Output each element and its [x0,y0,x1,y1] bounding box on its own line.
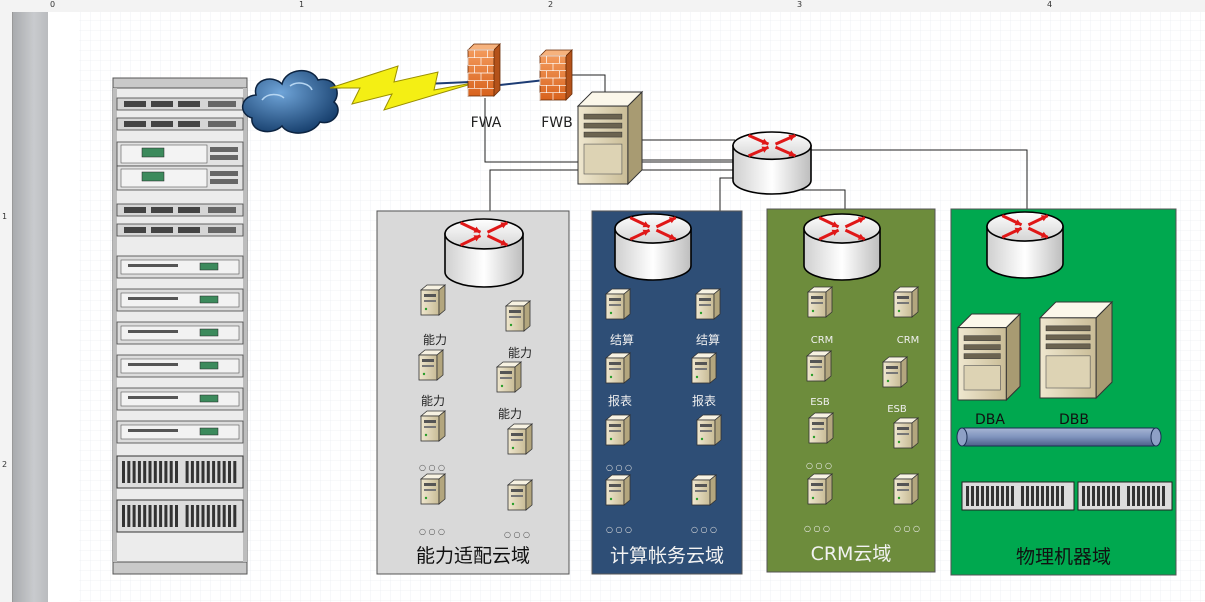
ruler-left-number: 1 [2,212,8,221]
server-tower-icon[interactable] [604,474,632,506]
zone-title: CRM云域 [811,543,892,565]
server-tower-icon[interactable] [806,286,834,318]
server-tower-icon[interactable] [892,417,920,449]
dbb-label: DBB [1059,412,1089,428]
zone-title: 物理机器域 [1016,546,1111,568]
server-tower-icon[interactable] [806,473,834,505]
bus-icon [956,427,1162,447]
zone-title: 能力适配云域 [416,545,530,567]
server-tower-icon[interactable] [604,288,632,320]
server-label: 报表 [608,393,632,408]
server-tower-icon[interactable] [604,352,632,384]
rack-unit[interactable] [116,117,244,131]
server-label: 能力 [498,407,522,421]
server-label: 结算 [696,332,720,347]
zone-servers [417,284,1114,511]
server-tower-icon[interactable] [576,90,644,186]
server-tower-icon[interactable] [695,414,723,446]
dba-label: DBA [975,412,1005,428]
server-tower-icon[interactable] [881,356,909,388]
ellipsis-dots: ○ ○ ○ [419,527,445,536]
server-label: 报表 [692,393,716,408]
server-tower-icon[interactable] [506,479,534,511]
ellipsis-dots: ○ ○ ○ [606,463,632,472]
server-label: 结算 [610,332,634,347]
server-tower-icon[interactable] [690,474,718,506]
rack-unit[interactable] [116,455,244,489]
server-tower-icon[interactable] [419,284,447,316]
disk-array-icon[interactable] [1077,481,1173,511]
rack-unit[interactable] [116,141,244,167]
server-label: CRM [897,335,920,346]
server-tower-icon[interactable] [690,352,718,384]
rack-unit[interactable] [116,288,244,312]
rack-unit[interactable] [116,255,244,279]
server-tower-icon[interactable] [419,410,447,442]
rack-unit[interactable] [116,387,244,411]
ruler-left: 1 2 [0,12,13,602]
server-tower-icon[interactable] [504,300,532,332]
rack-unit[interactable] [116,203,244,217]
ruler-top-number: 4 [1047,0,1053,9]
ruler-top-number: 1 [299,0,305,9]
server-label: ESB [810,397,830,408]
fwb-label: FWB [541,115,573,131]
server-label: 能力 [508,346,532,360]
ellipsis-dots: ○ ○ ○ [691,525,717,534]
cloud-icon [242,70,339,134]
router-icon[interactable] [986,211,1064,279]
database-server-icon[interactable] [956,312,1022,402]
server-label: 能力 [423,333,447,347]
router-icon[interactable] [732,131,812,195]
server-label: CRM [811,335,834,346]
server-tower-icon[interactable] [419,473,447,505]
server-tower-icon[interactable] [417,349,445,381]
server-rack [112,77,248,575]
disk-array-icon[interactable] [961,481,1075,511]
server-label: ESB [887,404,907,415]
rack-unit[interactable] [116,354,244,378]
ellipsis-dots: ○ ○ ○ [804,524,830,533]
server-tower-icon[interactable] [506,423,534,455]
ellipsis-dots: ○ ○ ○ [806,461,832,470]
rack-unit[interactable] [116,420,244,444]
server-tower-icon[interactable] [807,412,835,444]
ellipsis-dots: ○ ○ ○ [419,463,445,472]
ellipsis-dots: ○ ○ ○ [504,530,530,539]
ellipsis-dots: ○ ○ ○ [606,525,632,534]
rack-unit[interactable] [116,223,244,237]
database-server-icon[interactable] [1038,300,1114,400]
ruler-top-number: 0 [50,0,56,9]
rack-icon[interactable] [112,77,248,575]
ruler-top-number: 3 [797,0,803,9]
ruler-left-number: 2 [2,460,8,469]
ellipsis-dots: ○ ○ ○ [894,524,920,533]
server-tower-icon[interactable] [604,414,632,446]
rack-unit[interactable] [116,499,244,533]
server-tower-icon[interactable] [892,286,920,318]
server-tower-icon[interactable] [892,473,920,505]
firewall-icon[interactable] [467,43,501,97]
fwa-label: FWA [471,115,502,131]
firewall-icon[interactable] [539,49,573,101]
router-icon[interactable] [803,213,881,281]
ruler-top-number: 2 [548,0,554,9]
page-margin [13,12,48,602]
server-tower-icon[interactable] [805,350,833,382]
server-tower-icon[interactable] [495,361,523,393]
router-icon[interactable] [444,218,524,288]
rack-unit[interactable] [116,321,244,345]
zone-title: 计算帐务云域 [610,545,724,567]
rack-unit[interactable] [116,165,244,191]
rack-unit[interactable] [116,97,244,111]
core-devices [242,43,1173,511]
router-icon[interactable] [614,213,692,281]
server-label: 能力 [421,394,445,408]
server-tower-icon[interactable] [694,288,722,320]
